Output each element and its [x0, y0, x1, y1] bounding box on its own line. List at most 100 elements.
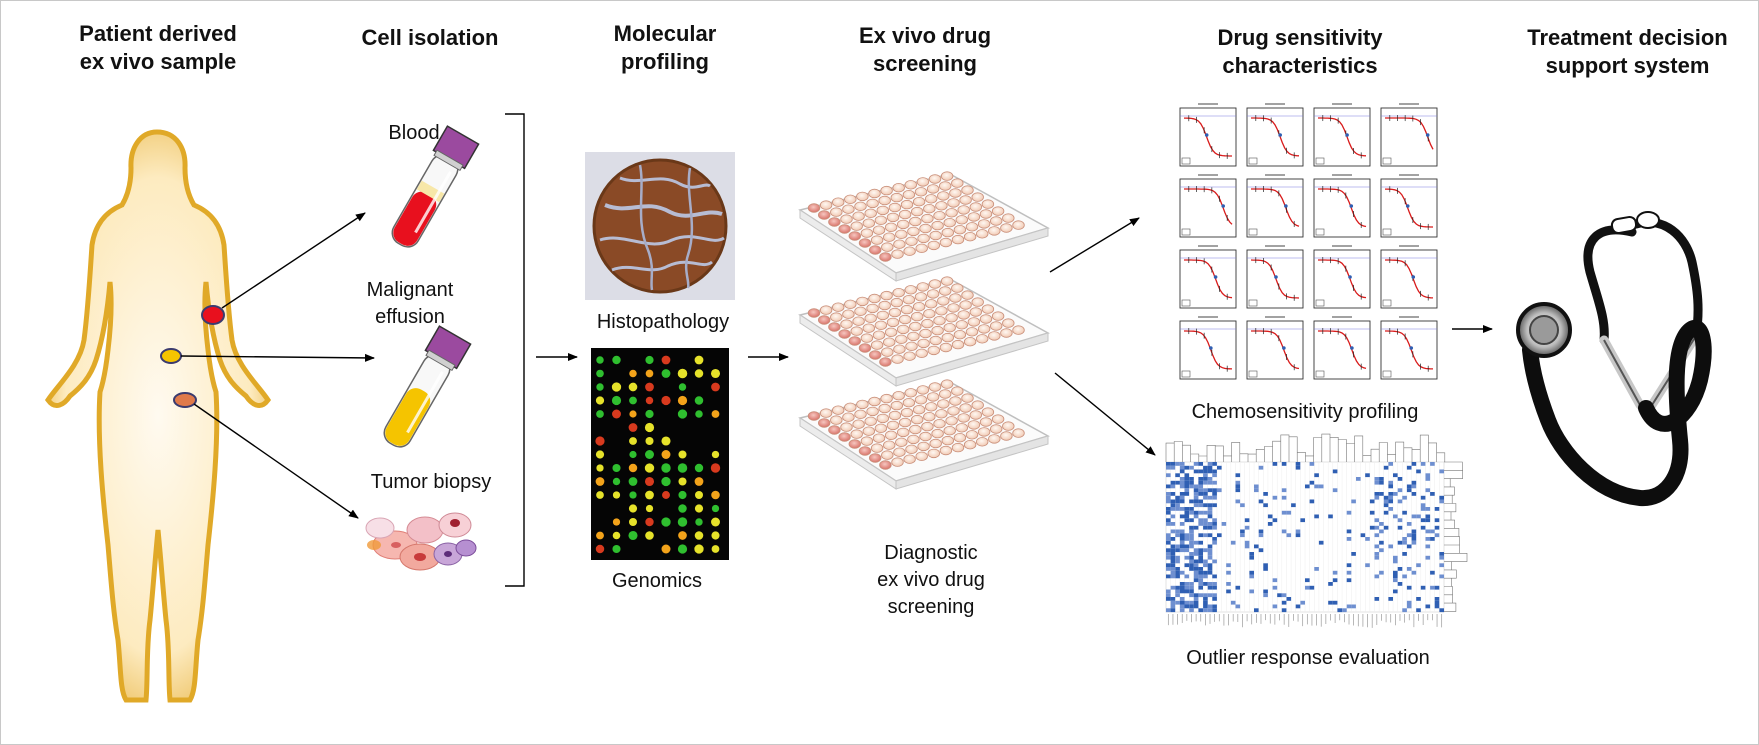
plate-well: [854, 201, 867, 212]
plate-well: [961, 185, 974, 195]
array-spot: [629, 437, 637, 445]
heatmap-cell: [1411, 537, 1417, 541]
heatmap-cell: [1226, 563, 1231, 568]
heatmap-cell: [1439, 495, 1444, 500]
heatmap-cell: [1175, 555, 1180, 560]
dose-response-plot: [1179, 245, 1237, 309]
heatmap-cell: [1170, 600, 1176, 605]
heatmap-cell: [1402, 608, 1407, 613]
plate-well: [850, 326, 863, 336]
heatmap-cell: [1314, 484, 1319, 489]
heatmap-cell: [1383, 510, 1389, 515]
heatmap-cell: [1249, 552, 1254, 556]
heatmap-cell: [1170, 514, 1176, 519]
plate-well: [926, 392, 940, 402]
array-spot: [694, 504, 704, 513]
plate-well: [902, 189, 916, 200]
heatmap-cell: [1374, 480, 1380, 485]
array-spot: [694, 477, 704, 486]
plate-well: [888, 410, 902, 421]
plate-well: [828, 217, 841, 227]
label-genomics: Genomics: [611, 570, 703, 592]
plate-well: [971, 400, 984, 410]
heatmap-cell: [1198, 480, 1203, 485]
heatmap-cell: [1193, 499, 1199, 504]
heatmap-cell: [1170, 567, 1176, 571]
plate-well: [951, 339, 965, 350]
array-spot: [628, 504, 638, 513]
heatmap-cell: [1179, 465, 1185, 470]
heatmap-cell: [1193, 559, 1199, 564]
heatmap-cell: [1411, 529, 1417, 534]
plate-well: [891, 457, 904, 467]
plate-well: [909, 424, 922, 435]
heatmap-cell: [1212, 495, 1217, 500]
heatmap-cell: [1198, 488, 1203, 493]
heatmap-cell: [1388, 462, 1393, 466]
heatmap-cell: [1175, 529, 1180, 534]
heatmap-cell: [1166, 492, 1171, 496]
array-spot: [628, 463, 638, 473]
array-spot: [629, 369, 637, 378]
heatmap-cell: [1393, 514, 1398, 519]
heatmap-cell: [1388, 544, 1393, 549]
plate-well: [939, 237, 953, 248]
plate-well: [955, 215, 969, 225]
plate-well: [830, 312, 843, 322]
plate-well: [900, 407, 914, 418]
heatmap-cell: [1406, 533, 1412, 538]
heatmap-cell: [1230, 600, 1236, 605]
heatmap-cell: [1207, 567, 1213, 571]
plate-well: [888, 307, 902, 318]
heatmap-cell: [1175, 533, 1180, 538]
plate-well: [893, 447, 906, 457]
plate-well: [892, 182, 905, 193]
array-spot: [661, 395, 671, 406]
plate-well: [905, 444, 918, 455]
heatmap-cell: [1397, 488, 1403, 493]
heatmap-cell: [1166, 518, 1171, 523]
heatmap-cell: [1272, 578, 1278, 583]
plate-well: [912, 405, 926, 415]
array-spot: [694, 355, 704, 365]
array-spot: [678, 504, 687, 513]
heatmap-cell: [1397, 540, 1403, 545]
arrow-to-outlier: [1054, 372, 1156, 456]
heatmap-cell: [1184, 492, 1190, 496]
heatmap-cell: [1272, 495, 1278, 500]
heatmap-cell: [1189, 529, 1194, 534]
heatmap-cell: [1184, 473, 1190, 478]
label-tumor: Tumor biopsy: [370, 471, 492, 493]
heatmap-cell: [1430, 529, 1435, 534]
heatmap-cell: [1207, 555, 1213, 560]
heatmap-cell: [1346, 563, 1352, 568]
heatmap-cell: [1198, 548, 1203, 553]
plate-well: [860, 436, 874, 446]
dose-response-plot: [1380, 316, 1438, 380]
array-spot: [678, 383, 687, 391]
plate-well: [866, 406, 879, 417]
heatmap-cell: [1434, 600, 1440, 605]
plate-well: [979, 209, 993, 219]
heatmap-cell: [1295, 533, 1301, 538]
plate-well: [868, 396, 881, 407]
plate-well: [914, 187, 928, 197]
heatmap-cell: [1397, 567, 1403, 571]
heatmap-cell: [1434, 507, 1440, 511]
plate-well: [876, 310, 890, 321]
heatmap-cell: [1179, 537, 1185, 541]
heatmap-cell: [1406, 484, 1412, 489]
heatmap-cell: [1217, 488, 1222, 493]
array-spot: [678, 531, 687, 540]
array-spot: [612, 355, 621, 365]
plate-well: [926, 289, 940, 299]
array-spot: [596, 356, 604, 364]
plate-well: [923, 309, 936, 319]
heatmap-cell: [1198, 540, 1203, 545]
plate-well: [981, 199, 995, 209]
plate-well: [981, 407, 995, 417]
heatmap-cell: [1406, 600, 1412, 605]
heatmap-cell: [1406, 488, 1412, 493]
heatmap-cell: [1175, 593, 1180, 598]
plate-well: [903, 454, 916, 464]
